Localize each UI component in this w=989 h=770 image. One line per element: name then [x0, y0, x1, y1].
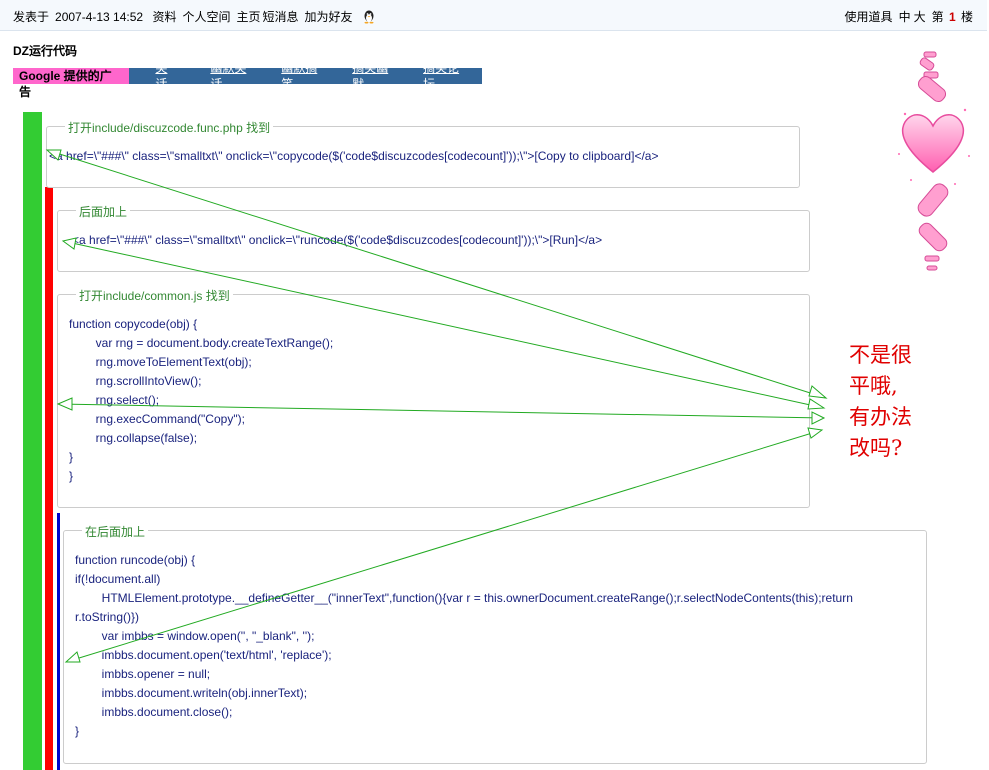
heart-bandage-sticker-icon [893, 44, 973, 280]
ad-link-funny-forum[interactable]: 搞笑论坛 [423, 61, 460, 91]
post-meta: 发表于 2007-4-13 14:52 资料个人空间主页短消息加为好友 [13, 8, 382, 25]
code-line: imbbs.document.writeln(obj.innerText); [75, 686, 308, 700]
posted-prefix: 发表于 [13, 10, 50, 24]
google-ads-label[interactable]: Google 提供的广告 [13, 68, 130, 99]
code-block-legend: 打开include/common.js 找到 [76, 287, 233, 304]
qq-penguin-icon[interactable] [362, 10, 376, 24]
ad-link-funny-humor[interactable]: 搞笑幽默 [352, 61, 389, 91]
code-line: rng.collapse(false); [69, 431, 198, 445]
ad-link-humor-jokes[interactable]: 幽默笑话 [210, 61, 247, 91]
green-marker-bar [23, 112, 42, 770]
code-line: rng.execCommand("Copy"); [69, 412, 245, 426]
code-line: if(!document.all) [75, 572, 161, 586]
code-block-legend: 打开include/discuzcode.func.php 找到 [65, 119, 274, 136]
link-personal-space[interactable]: 个人空间 [182, 10, 231, 24]
code-block-legend: 在后面加上 [82, 523, 149, 540]
post-info-bar: 发表于 2007-4-13 14:52 资料个人空间主页短消息加为好友 使用道具中… [0, 0, 987, 31]
question-line: 平哦, [849, 374, 898, 398]
use-tools-link[interactable]: 使用道具 [844, 10, 893, 24]
code-line: imbbs.document.open('text/html', 'replac… [75, 648, 332, 662]
post-tools: 使用道具中大第 1 楼 [839, 8, 973, 25]
code-line: HTMLElement.prototype.__defineGetter__("… [75, 591, 853, 605]
link-homepage[interactable]: 主页 [236, 10, 261, 24]
code-line: var rng = document.body.createTextRange(… [69, 336, 334, 350]
annotation-question: 不是很 平哦, 有办法 改吗? [849, 340, 912, 464]
code-line: function copycode(obj) { [69, 317, 198, 331]
code-line: } [69, 450, 74, 464]
code-line: rng.moveToElementText(obj); [69, 355, 252, 369]
arrow-to-rng-select [56, 397, 826, 425]
question-line: 不是很 [849, 343, 912, 367]
link-message[interactable]: 短消息 [262, 10, 299, 24]
post-datetime: 2007-4-13 14:52 [55, 10, 144, 24]
code-line: } [75, 724, 80, 738]
floor-prefix: 第 [931, 10, 944, 24]
code-line: <a href=\"###\" class=\"smalltxt\" oncli… [72, 233, 603, 247]
blue-marker-bar [57, 513, 60, 770]
google-ad-bar: Google 提供的广告 笑话 幽默笑话 幽默搞笑 搞笑幽默 搞笑论坛 [13, 61, 482, 99]
question-line: 有办法 [849, 405, 912, 429]
code-block-legend: 后面加上 [76, 203, 131, 220]
arrow-to-runcode-block [64, 427, 824, 663]
code-line: rng.scrollIntoView(); [69, 374, 202, 388]
ad-link-humor-funny[interactable]: 幽默搞笑 [281, 61, 318, 91]
floor-suffix: 楼 [960, 10, 973, 24]
code-line: r.toString()}) [75, 610, 140, 624]
arrow-to-copy-line [45, 149, 828, 399]
post-title: DZ运行代码 [13, 44, 77, 58]
code-line: imbbs.document.close(); [75, 705, 233, 719]
red-marker-bar [45, 187, 53, 770]
code-line: } [69, 469, 74, 483]
code-line: imbbs.opener = null; [75, 667, 211, 681]
link-add-friend[interactable]: 加为好友 [304, 10, 353, 24]
code-line: function runcode(obj) { [75, 553, 196, 567]
font-medium-link[interactable]: 中 [898, 10, 911, 24]
code-line: var imbbs = window.open('', "_blank", ''… [75, 629, 315, 643]
font-large-link[interactable]: 大 [913, 10, 926, 24]
code-line: rng.select(); [69, 393, 160, 407]
link-profile[interactable]: 资料 [152, 10, 177, 24]
question-line: 改吗? [849, 436, 903, 460]
floor-number: 1 [948, 10, 956, 24]
code-block-append-run: 后面加上 <a href=\"###\" class=\"smalltxt\" … [57, 203, 810, 272]
code-block-runcode: 在后面加上 function runcode(obj) { if(!docume… [63, 523, 927, 764]
arrow-to-run-line [61, 237, 826, 410]
ad-link-jokes[interactable]: 笑话 [155, 61, 168, 91]
code-block-discuzcode: 打开include/discuzcode.func.php 找到 <a href… [46, 119, 800, 188]
